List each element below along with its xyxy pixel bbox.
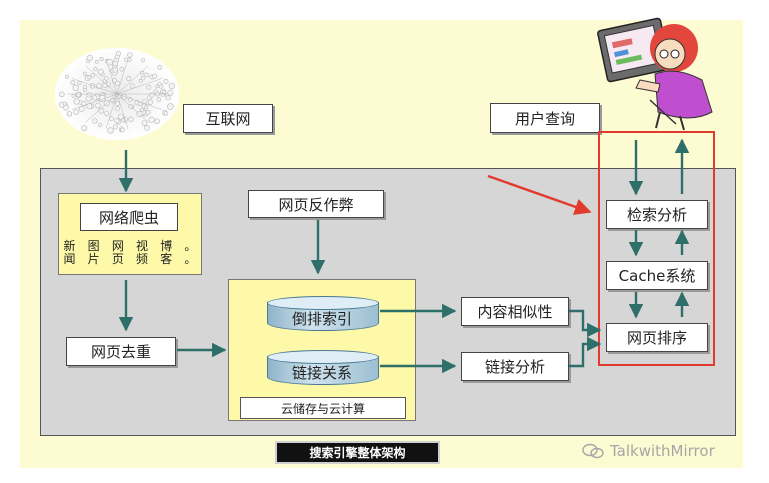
arrow-similarity-to-ranking xyxy=(569,309,602,338)
watermark: TalkwithMirror xyxy=(582,440,754,462)
link-relation-label: 链接关系 xyxy=(291,364,352,382)
cache-system-box: Cache系统 xyxy=(606,261,708,290)
user-query-box: 用户查询 xyxy=(490,103,600,133)
internet-box: 互联网 xyxy=(183,104,273,133)
dedup-label: 网页去重 xyxy=(90,343,151,361)
watermark-text: TalkwithMirror xyxy=(610,442,715,460)
cloud-storage-label: 云储存与云计算 xyxy=(240,397,406,419)
crawler-item-news: 新闻 xyxy=(63,239,76,266)
chat-bubble-icon xyxy=(582,443,604,459)
user-query-label: 用户查询 xyxy=(514,109,575,128)
link-analysis-box: 链接分析 xyxy=(461,352,569,381)
web-crawler-label: 网络爬虫 xyxy=(98,208,159,227)
link-analysis-label: 链接分析 xyxy=(484,358,545,376)
content-similarity-label: 内容相似性 xyxy=(477,303,553,321)
highlight-frame xyxy=(598,131,715,366)
crawler-item-webpages: 网页 xyxy=(111,239,124,266)
figure-title-label: 搜索引擎整体架构 xyxy=(309,446,406,460)
link-relation-database: 链接关系 xyxy=(267,350,379,385)
dedup-box: 网页去重 xyxy=(66,337,176,366)
ranking-label: 网页排序 xyxy=(626,329,687,347)
crawler-item-videos: 视频 xyxy=(136,239,149,266)
crawler-content-types: 新闻 图片 网页 视频 博客 。。 xyxy=(63,240,197,270)
cache-system-label: Cache系统 xyxy=(618,267,696,285)
crawler-item-etc: 。。 xyxy=(184,239,197,266)
inverted-index-label: 倒排索引 xyxy=(291,310,352,328)
retrieval-label: 检索分析 xyxy=(626,206,687,224)
crawler-item-blogs: 博客 xyxy=(160,239,173,266)
figure-title: 搜索引擎整体架构 xyxy=(275,441,440,464)
anti-cheat-box: 网页反作弊 xyxy=(248,190,384,218)
ranking-box: 网页排序 xyxy=(606,323,708,352)
internet-label: 互联网 xyxy=(205,110,251,128)
red-pointer-arrow xyxy=(487,174,592,215)
content-similarity-box: 内容相似性 xyxy=(461,297,569,326)
arrow-analysis-to-ranking xyxy=(569,336,602,368)
web-crawler-title: 网络爬虫 xyxy=(80,203,178,231)
inverted-index-database: 倒排索引 xyxy=(267,296,379,331)
anti-cheat-label: 网页反作弊 xyxy=(278,195,354,214)
crawler-item-images: 图片 xyxy=(87,239,100,266)
retrieval-box: 检索分析 xyxy=(606,200,708,229)
